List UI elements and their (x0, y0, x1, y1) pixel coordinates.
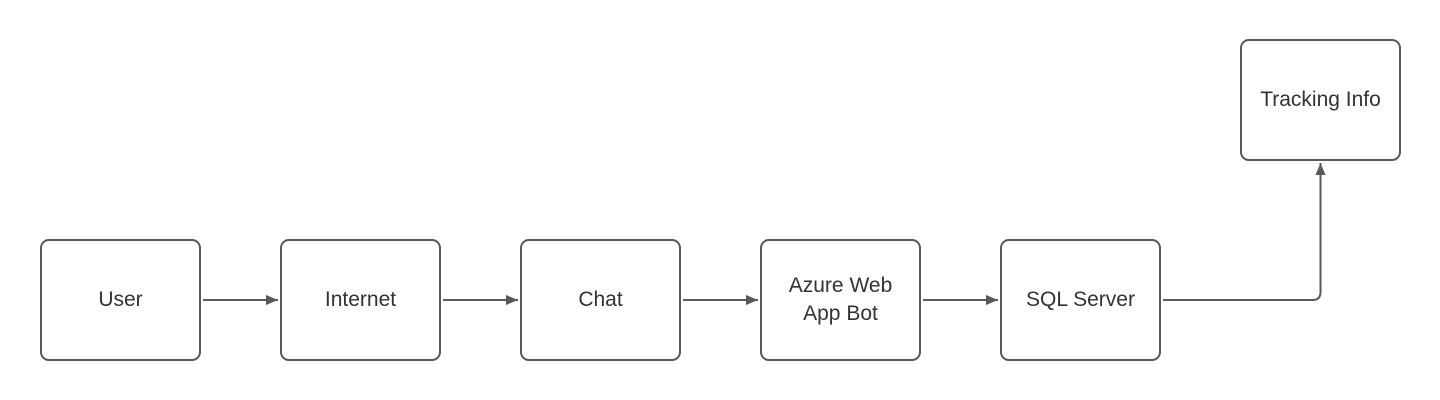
node-user: User (40, 239, 201, 361)
node-azure-web-app-bot: Azure Web App Bot (760, 239, 921, 361)
node-chat-label: Chat (578, 287, 623, 311)
node-tracking-info: Tracking Info (1240, 39, 1401, 161)
node-chat: Chat (520, 239, 681, 361)
edge-sql-tracking (1163, 163, 1326, 301)
node-internet-label: Internet (324, 287, 397, 311)
node-tracking-info-label: Tracking Info (1260, 87, 1381, 111)
node-sql-server-label: SQL Server (1026, 287, 1135, 311)
node-sql-server: SQL Server (1000, 239, 1161, 361)
node-internet: Internet (280, 239, 441, 361)
node-azure-web-app-bot-label: Azure Web App Bot (788, 273, 893, 325)
node-user-label: User (98, 287, 143, 311)
